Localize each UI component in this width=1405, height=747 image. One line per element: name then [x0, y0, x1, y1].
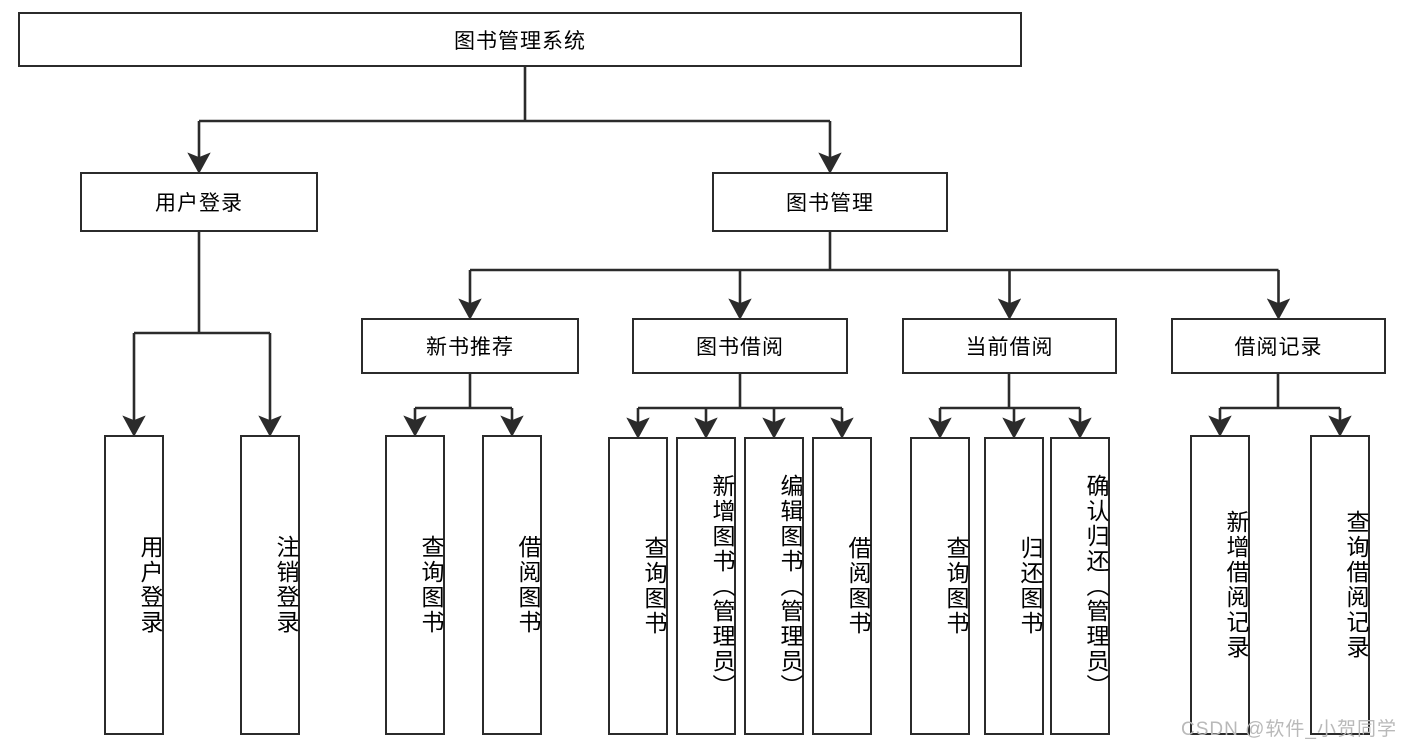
node-label: 新增图书（管理员） [709, 473, 735, 699]
node-label: 借阅记录 [1234, 336, 1323, 359]
watermark-text: CSDN @软件_小贺同学 [1181, 719, 1397, 740]
node-label: 图书借阅 [696, 336, 784, 359]
node-label: 图书管理系统 [454, 29, 586, 53]
node-leaf-cb-confirm[interactable]: 确认归还（管理员） [1050, 437, 1110, 735]
node-label: 当前借阅 [965, 336, 1054, 359]
node-leaf-rec-borrow[interactable]: 借阅图书 [482, 435, 542, 735]
node-leaf-cb-query[interactable]: 查询图书 [910, 437, 970, 735]
node-label: 新增借阅记录 [1223, 510, 1249, 660]
node-label: 图书管理 [786, 192, 874, 215]
node-leaf-br-query[interactable]: 查询借阅记录 [1310, 435, 1370, 735]
node-leaf-rec-query[interactable]: 查询图书 [385, 435, 445, 735]
node-current-borrow[interactable]: 当前借阅 [902, 318, 1117, 374]
node-leaf-br-add[interactable]: 新增借阅记录 [1190, 435, 1250, 735]
node-label: 查询借阅记录 [1343, 510, 1369, 660]
node-label: 注销登录 [273, 535, 299, 635]
node-leaf-bb-add[interactable]: 新增图书（管理员） [676, 437, 736, 735]
node-label: 用户登录 [137, 535, 163, 635]
node-new-book-rec[interactable]: 新书推荐 [361, 318, 579, 374]
node-leaf-bb-edit[interactable]: 编辑图书（管理员） [744, 437, 804, 735]
node-leaf-user-logout[interactable]: 注销登录 [240, 435, 300, 735]
node-label: 用户登录 [155, 192, 243, 215]
node-leaf-bb-query[interactable]: 查询图书 [608, 437, 668, 735]
node-leaf-cb-return[interactable]: 归还图书 [984, 437, 1044, 735]
node-label: 借阅图书 [845, 536, 871, 636]
node-label: 查询图书 [943, 536, 969, 636]
node-label: 编辑图书（管理员） [777, 473, 803, 699]
node-book-borrow[interactable]: 图书借阅 [632, 318, 848, 374]
node-user-login[interactable]: 用户登录 [80, 172, 318, 232]
node-label: 归还图书 [1017, 536, 1043, 636]
node-root[interactable]: 图书管理系统 [18, 12, 1022, 67]
node-label: 查询图书 [418, 535, 444, 635]
node-label: 确认归还（管理员） [1083, 473, 1109, 699]
node-leaf-user-login[interactable]: 用户登录 [104, 435, 164, 735]
node-label: 借阅图书 [515, 535, 541, 635]
node-label: 查询图书 [641, 536, 667, 636]
node-leaf-bb-borrow[interactable]: 借阅图书 [812, 437, 872, 735]
node-label: 新书推荐 [426, 336, 514, 359]
node-book-manage[interactable]: 图书管理 [712, 172, 948, 232]
node-borrow-record[interactable]: 借阅记录 [1171, 318, 1386, 374]
